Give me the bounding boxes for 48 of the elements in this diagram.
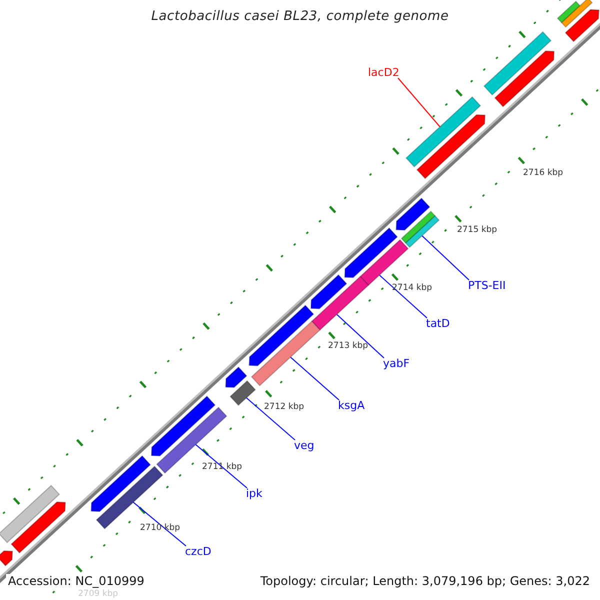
gene-feature (0, 550, 13, 566)
leader-line (398, 78, 440, 128)
scale-label: 2714 kbp (392, 283, 432, 293)
gene-feature (90, 455, 152, 512)
gene-feature (405, 96, 482, 168)
gene-feature (156, 406, 228, 474)
scale-label: 2716 kbp (523, 168, 564, 178)
gene-feature (560, 0, 593, 28)
title: Lactobacillus casei BL23, complete genome (150, 9, 450, 24)
gene-label: ksgA (338, 399, 365, 412)
leader-line (132, 502, 186, 546)
scale-label: 2710 kbp (140, 523, 180, 533)
scale-label: 2712 kbp (264, 402, 304, 412)
gene-feature (248, 304, 314, 366)
gene-feature (310, 274, 348, 310)
gene-label: PTS-EII (468, 279, 506, 292)
gene-label: ipk (246, 487, 262, 500)
gene-feature (311, 276, 370, 331)
gene-feature (96, 466, 164, 530)
accession-text: Accession: NC_010999 (6, 574, 146, 588)
gene-feature (564, 9, 600, 42)
gene-feature (150, 396, 216, 456)
gene-feature (400, 210, 436, 244)
leader-line (246, 397, 296, 440)
genome-summary-text: Topology: circular; Length: 3,079,196 bp; Genes: 3,022 (258, 574, 592, 588)
gene-feature (416, 114, 486, 180)
gene-label: tatD (426, 317, 450, 330)
gene-feature (396, 198, 430, 231)
gene-feature (483, 31, 552, 96)
gene-label: czcD (185, 545, 212, 558)
gene-label: lacD2 (368, 66, 400, 79)
gene-label: yabF (383, 357, 410, 370)
gene-feature (250, 320, 321, 386)
gene-label: veg (294, 439, 314, 452)
leader-line (422, 235, 470, 280)
scale-label: 2711 kbp (202, 462, 242, 472)
scale-label: 2713 kbp (328, 341, 368, 351)
leader-line (290, 356, 340, 400)
leader-line (195, 444, 248, 488)
gene-feature (230, 380, 256, 406)
scale-label: 2715 kbp (457, 225, 498, 235)
gene-feature (494, 50, 555, 108)
gene-feature (0, 484, 60, 544)
gene-feature (10, 502, 66, 554)
gene-feature (225, 366, 248, 388)
leader-line (379, 274, 428, 318)
gene-feature (344, 227, 398, 278)
leader-line (336, 314, 384, 358)
